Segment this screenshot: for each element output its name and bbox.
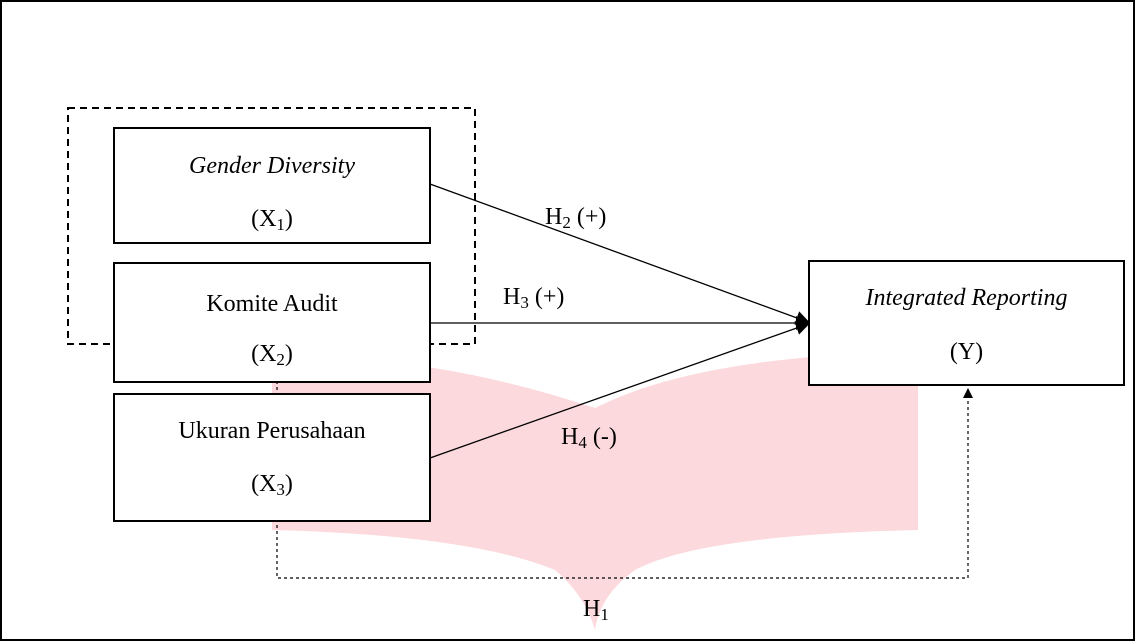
variable-symbol-x2: (X2) bbox=[251, 341, 293, 369]
variable-box-y: Integrated Reporting (Y) bbox=[808, 260, 1125, 386]
hypothesis-label-h4: H4 (-) bbox=[561, 424, 617, 452]
variable-symbol-y: (Y) bbox=[949, 339, 984, 365]
variable-box-x1: Gender Diversity (X1) bbox=[113, 127, 431, 244]
variable-symbol-x1: (X1) bbox=[251, 206, 293, 234]
variable-name-y: Integrated Reporting bbox=[865, 285, 1068, 311]
arrow-h2 bbox=[429, 183, 810, 325]
arrow-h4 bbox=[429, 321, 810, 459]
hypothesis-label-h1: H1 bbox=[583, 596, 609, 624]
hypothesis-label-h3: H3 (+) bbox=[503, 284, 565, 312]
variable-name-x2: Komite Audit bbox=[206, 291, 338, 317]
watermark-book bbox=[272, 352, 918, 630]
variable-name-x3: Ukuran Perusahaan bbox=[178, 418, 366, 444]
variable-box-x2: Komite Audit (X2) bbox=[113, 262, 431, 383]
variable-symbol-x3: (X3) bbox=[251, 471, 293, 499]
variable-box-x3: Ukuran Perusahaan (X3) bbox=[113, 393, 431, 522]
variable-name-x1: Gender Diversity bbox=[189, 153, 355, 179]
hypothesis-label-h2: H2 (+) bbox=[545, 204, 607, 232]
